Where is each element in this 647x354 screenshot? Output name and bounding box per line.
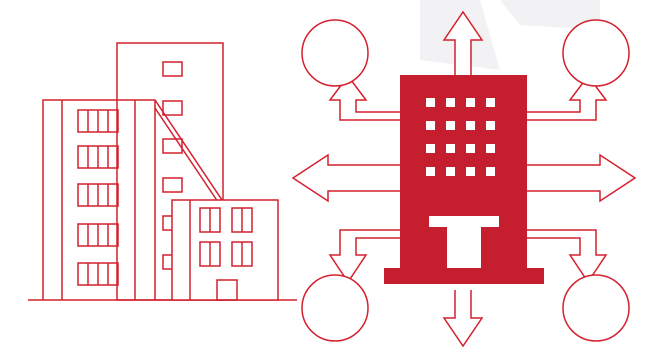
arrow-up-icon (442, 10, 484, 80)
central-hub-building-icon (384, 75, 544, 284)
arrow-right-icon (522, 153, 637, 203)
node-bottom-left (301, 274, 369, 342)
arrow-left-icon (291, 153, 405, 203)
node-top-right (562, 19, 630, 87)
node-bottom-right (562, 274, 630, 342)
node-top-left (301, 19, 369, 87)
hub-arrows (291, 10, 637, 348)
window-group (77, 109, 119, 286)
arrow-down-icon (442, 290, 484, 348)
outlined-buildings-icon (28, 42, 297, 301)
hub-building-windows (426, 98, 499, 268)
